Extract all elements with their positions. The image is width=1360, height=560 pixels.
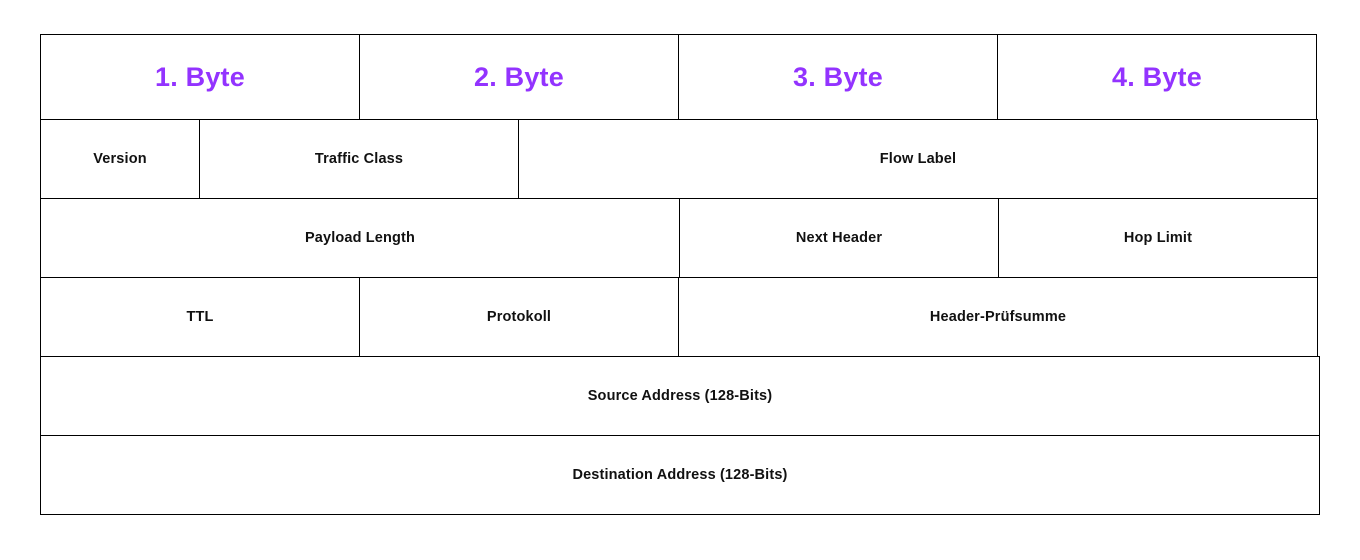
field-label-ttl: TTL xyxy=(186,309,214,325)
byte-header-label-2: 2. Byte xyxy=(474,61,564,92)
byte-header-label-4: 4. Byte xyxy=(1112,61,1202,92)
byte-header-label-3: 3. Byte xyxy=(793,61,883,92)
field-cell-destination-address: Destination Address (128-Bits) xyxy=(40,435,1320,515)
field-label-header-pruefsumme: Header-Prüfsumme xyxy=(929,309,1067,325)
field-label-hop-limit: Hop Limit xyxy=(1123,230,1193,246)
field-cell-source-address: Source Address (128-Bits) xyxy=(40,356,1320,436)
field-label-next-header: Next Header xyxy=(795,230,883,246)
field-cell-hop-limit: Hop Limit xyxy=(998,198,1318,278)
field-cell-protokoll: Protokoll xyxy=(359,277,679,357)
ipv6-header-diagram: 1. Byte 2. Byte 3. Byte 4. Byte Version … xyxy=(40,34,1320,515)
byte-header-cell-1: 1. Byte xyxy=(40,34,360,120)
field-label-source-address: Source Address (128-Bits) xyxy=(587,388,773,404)
row-version-trafficclass-flowlabel: Version Traffic Class Flow Label xyxy=(40,119,1320,199)
byte-header-row: 1. Byte 2. Byte 3. Byte 4. Byte xyxy=(40,34,1320,120)
field-label-destination-address: Destination Address (128-Bits) xyxy=(572,467,788,483)
field-cell-ttl: TTL xyxy=(40,277,360,357)
field-label-payload-length: Payload Length xyxy=(304,230,416,246)
field-label-protokoll: Protokoll xyxy=(486,309,552,325)
field-label-flow-label: Flow Label xyxy=(879,151,957,167)
byte-header-label-1: 1. Byte xyxy=(155,61,245,92)
field-cell-payload-length: Payload Length xyxy=(40,198,680,278)
field-cell-version: Version xyxy=(40,119,200,199)
byte-header-cell-4: 4. Byte xyxy=(997,34,1317,120)
byte-header-cell-2: 2. Byte xyxy=(359,34,679,120)
field-cell-traffic-class: Traffic Class xyxy=(199,119,519,199)
row-ttl-protokoll-pruefsumme: TTL Protokoll Header-Prüfsumme xyxy=(40,277,1320,357)
byte-header-cell-3: 3. Byte xyxy=(678,34,998,120)
field-label-version: Version xyxy=(93,151,147,167)
field-cell-flow-label: Flow Label xyxy=(518,119,1318,199)
field-cell-header-pruefsumme: Header-Prüfsumme xyxy=(678,277,1318,357)
row-payload-nextheader-hoplimit: Payload Length Next Header Hop Limit xyxy=(40,198,1320,278)
row-source-address: Source Address (128-Bits) xyxy=(40,356,1320,436)
field-label-traffic-class: Traffic Class xyxy=(314,151,404,167)
field-cell-next-header: Next Header xyxy=(679,198,999,278)
row-destination-address: Destination Address (128-Bits) xyxy=(40,435,1320,515)
